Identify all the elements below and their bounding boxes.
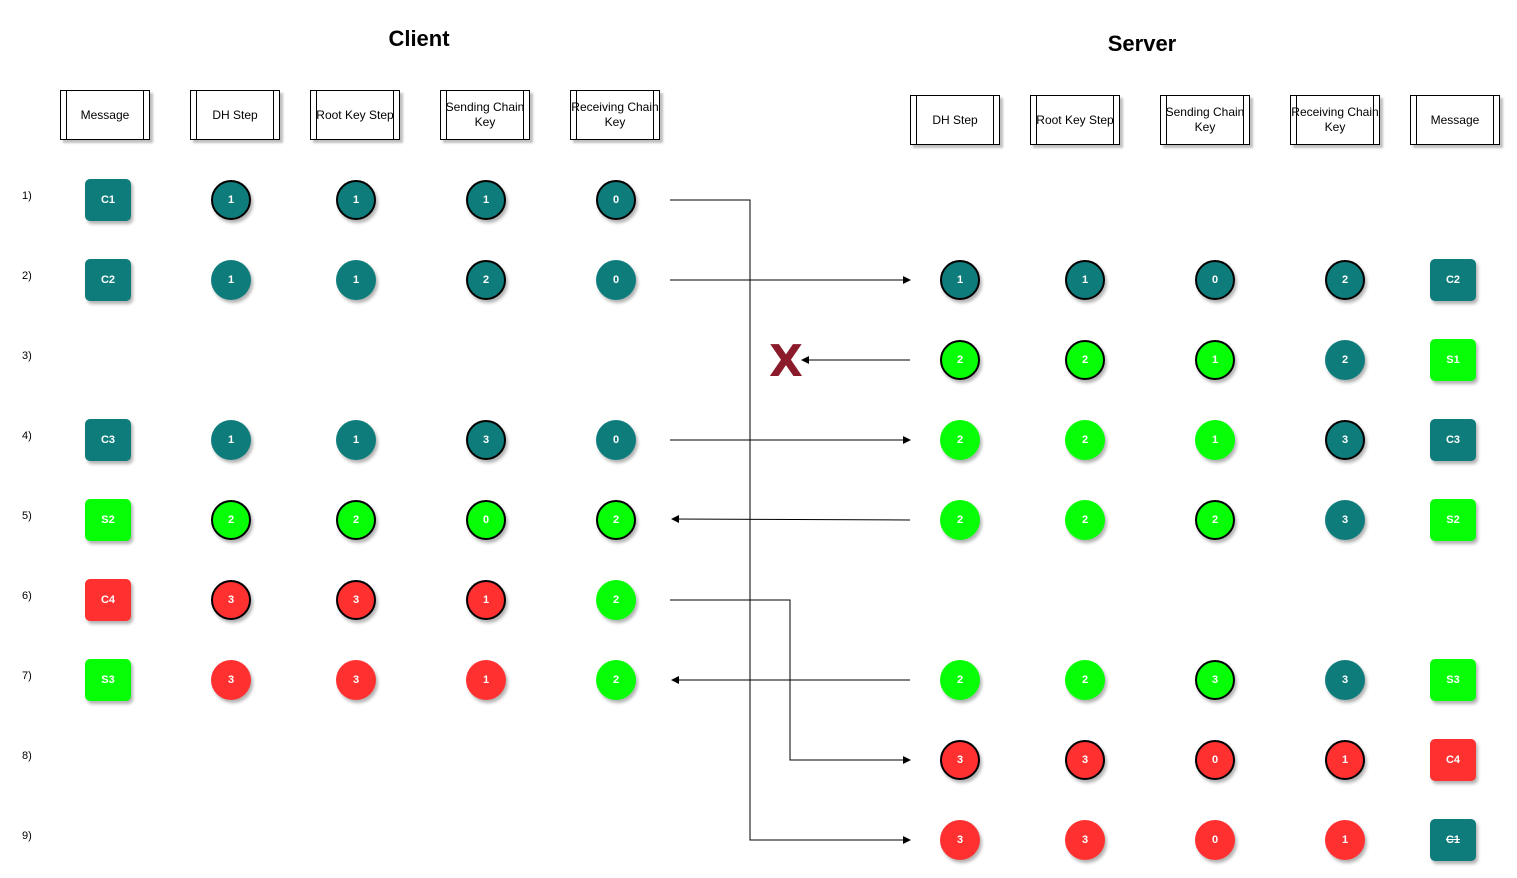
server-header-receiving-chain-key: Receiving Chain Key — [1290, 95, 1380, 145]
server-sending-chain-key-node: 0 — [1195, 260, 1235, 300]
server-message: C3 — [1430, 419, 1476, 461]
client-title: Client — [388, 26, 450, 51]
server-dh-step-node: 1 — [940, 260, 980, 300]
server-receiving-chain-key-node: 3 — [1325, 500, 1365, 540]
server-message: S3 — [1430, 659, 1476, 701]
client-dh-step-node: 1 — [211, 260, 251, 300]
server-receiving-chain-key-node: 3 — [1325, 660, 1365, 700]
server-header-sending-chain-key: Sending Chain Key — [1160, 95, 1250, 145]
client-sending-chain-key-node: 1 — [466, 580, 506, 620]
server-root-key-step-node: 2 — [1065, 500, 1105, 540]
server-dh-step-node: 2 — [940, 420, 980, 460]
server-sending-chain-key-node: 2 — [1195, 500, 1235, 540]
client-root-key-step-node: 1 — [336, 420, 376, 460]
client-sending-chain-key-node: 3 — [466, 420, 506, 460]
server-title: Server — [1107, 31, 1177, 56]
server-header-dh-step: DH Step — [910, 95, 1000, 145]
client-sending-chain-key-node: 1 — [466, 180, 506, 220]
client-sending-chain-key-node: 2 — [466, 260, 506, 300]
client-receiving-chain-key-node: 2 — [596, 500, 636, 540]
server-dh-step-node: 3 — [940, 820, 980, 860]
client-header-root-key-step: Root Key Step — [310, 90, 400, 140]
client-message: C4 — [85, 579, 131, 621]
server-receiving-chain-key-node: 1 — [1325, 820, 1365, 860]
server-dh-step-node: 3 — [940, 740, 980, 780]
client-dh-step-node: 2 — [211, 500, 251, 540]
row-label: 8) — [22, 750, 32, 762]
client-receiving-chain-key-node: 0 — [596, 260, 636, 300]
server-header-root-key-step: Root Key Step — [1030, 95, 1120, 145]
server-dh-step-node: 2 — [940, 500, 980, 540]
server-root-key-step-node: 3 — [1065, 740, 1105, 780]
client-receiving-chain-key-node: 2 — [596, 660, 636, 700]
server-message: C1 — [1430, 819, 1476, 861]
row-label: 2) — [22, 270, 32, 282]
client-message: C3 — [85, 419, 131, 461]
client-header-receiving-chain-key: Receiving Chain Key — [570, 90, 660, 140]
client-message: S2 — [85, 499, 131, 541]
client-sending-chain-key-node: 1 — [466, 660, 506, 700]
server-sending-chain-key-node: 1 — [1195, 420, 1235, 460]
row-label: 1) — [22, 190, 32, 202]
server-root-key-step-node: 2 — [1065, 420, 1105, 460]
server-message: C2 — [1430, 259, 1476, 301]
row-label: 3) — [22, 350, 32, 362]
server-root-key-step-node: 2 — [1065, 660, 1105, 700]
server-message: S1 — [1430, 339, 1476, 381]
server-receiving-chain-key-node: 2 — [1325, 340, 1365, 380]
server-dh-step-node: 2 — [940, 340, 980, 380]
client-dh-step-node: 1 — [211, 180, 251, 220]
server-root-key-step-node: 3 — [1065, 820, 1105, 860]
client-header-message: Message — [60, 90, 150, 140]
lost-message-x-icon: X — [769, 336, 803, 387]
client-root-key-step-node: 1 — [336, 260, 376, 300]
arrow-c1-delayed — [670, 199, 911, 844]
client-dh-step-node: 3 — [211, 580, 251, 620]
client-message: C1 — [85, 179, 131, 221]
server-message: C4 — [1430, 739, 1476, 781]
server-dh-step-node: 2 — [940, 660, 980, 700]
client-header-dh-step: DH Step — [190, 90, 280, 140]
row-label: 7) — [22, 670, 32, 682]
server-receiving-chain-key-node: 3 — [1325, 420, 1365, 460]
server-message: S2 — [1430, 499, 1476, 541]
client-receiving-chain-key-node: 2 — [596, 580, 636, 620]
server-header-message: Message — [1410, 95, 1500, 145]
server-receiving-chain-key-node: 1 — [1325, 740, 1365, 780]
client-root-key-step-node: 1 — [336, 180, 376, 220]
server-receiving-chain-key-node: 2 — [1325, 260, 1365, 300]
client-dh-step-node: 1 — [211, 420, 251, 460]
client-message: C2 — [85, 259, 131, 301]
client-root-key-step-node: 2 — [336, 500, 376, 540]
row-label: 9) — [22, 830, 32, 842]
server-sending-chain-key-node: 0 — [1195, 740, 1235, 780]
client-root-key-step-node: 3 — [336, 660, 376, 700]
server-root-key-step-node: 1 — [1065, 260, 1105, 300]
row-label: 4) — [22, 430, 32, 442]
client-message: S3 — [85, 659, 131, 701]
client-dh-step-node: 3 — [211, 660, 251, 700]
server-sending-chain-key-node: 0 — [1195, 820, 1235, 860]
client-root-key-step-node: 3 — [336, 580, 376, 620]
arrow-s2 — [671, 515, 911, 524]
client-receiving-chain-key-node: 0 — [596, 420, 636, 460]
server-root-key-step-node: 2 — [1065, 340, 1105, 380]
client-receiving-chain-key-node: 0 — [596, 180, 636, 220]
server-sending-chain-key-node: 3 — [1195, 660, 1235, 700]
client-sending-chain-key-node: 0 — [466, 500, 506, 540]
server-sending-chain-key-node: 1 — [1195, 340, 1235, 380]
client-header-sending-chain-key: Sending Chain Key — [440, 90, 530, 140]
row-label: 5) — [22, 510, 32, 522]
row-label: 6) — [22, 590, 32, 602]
